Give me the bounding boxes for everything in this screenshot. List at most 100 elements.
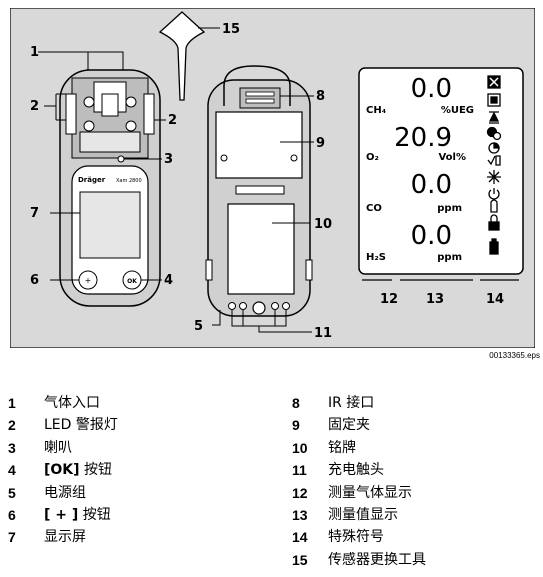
power-icon [488, 188, 500, 200]
o2-unit: Vol% [438, 152, 466, 163]
legend-text: 电源组 [44, 484, 86, 501]
legend-number: 3 [8, 439, 16, 456]
legend-rest: 按钮 [79, 462, 112, 479]
legend-bold-prefix: [OK] [44, 462, 80, 479]
legend-text: IR 接口 [328, 395, 375, 411]
callout-9: 9 [316, 136, 325, 151]
legend-text: 气体入口 [44, 395, 100, 411]
legend-item: 9 固定夹 [292, 414, 426, 436]
h2s-value: 0.0 [411, 221, 452, 251]
ok-button-label: OK [127, 278, 137, 285]
legend-number: 10 [292, 439, 308, 456]
legend-item: 3 喇叭 [8, 437, 118, 459]
legend-item: 15 传感器更换工具 [292, 549, 426, 571]
peak-icon [488, 111, 500, 124]
legend-number: 9 [292, 417, 300, 434]
check-icon [487, 155, 501, 166]
legend-text: LED 警报灯 [44, 417, 118, 434]
back-callout-lines [212, 95, 314, 333]
bump-test-icon [486, 126, 502, 141]
legend-item: 8 IR 接口 [292, 392, 426, 414]
callout-14: 14 [486, 292, 504, 307]
lock-icon [488, 214, 500, 231]
legend-text: 喇叭 [44, 439, 72, 456]
ch4-gas-label: CH₄ [366, 105, 386, 116]
led-alarm-right [143, 93, 155, 135]
o2-gas-label: O₂ [366, 152, 379, 163]
legend-number: 12 [292, 484, 308, 501]
special-mode-icon [487, 93, 501, 107]
legend-number: 4 [8, 462, 16, 479]
device-front-view: Dräger Xam 2800 + OK [59, 69, 161, 307]
legend-text: 测量值显示 [328, 507, 398, 524]
legend-item: 5 电源组 [8, 482, 118, 504]
legend-text: [OK] 按钮 [44, 459, 112, 481]
charging-contact [271, 302, 279, 310]
legend-bold-prefix: [ + ] [44, 507, 79, 524]
legend-number: 1 [8, 395, 16, 411]
legend-text: 传感器更换工具 [328, 551, 426, 568]
legend-number: 14 [292, 529, 308, 546]
legend-text: 特殊符号 [328, 529, 384, 546]
callout-15: 15 [222, 22, 240, 37]
co-value: 0.0 [411, 170, 452, 200]
legend-item: 2 LED 警报灯 [8, 414, 118, 436]
legend-number: 6 [8, 507, 16, 524]
legend-text: 固定夹 [328, 417, 370, 434]
figure-id: 00133365.eps [489, 351, 540, 360]
callout-4: 4 [164, 273, 173, 288]
legend-item: 7 显示屏 [8, 526, 118, 548]
legend-item: 14 特殊符号 [292, 526, 426, 548]
calibration-icon [488, 142, 500, 154]
legend-text: [ + ] 按钮 [44, 504, 111, 526]
legend-left: 1 气体入口 2 LED 警报灯 3 喇叭 4 [OK] 按钮 5 电源组 6 [ + ] … [8, 392, 118, 549]
callout-3: 3 [164, 152, 173, 167]
legend-item: 6 [ + ] 按钮 [8, 504, 118, 526]
ch4-value: 0.0 [411, 74, 452, 104]
device-brand-label: Dräger [78, 176, 106, 184]
front-callout-lines [38, 51, 166, 281]
display-screen [79, 191, 141, 259]
legend-item: 13 测量值显示 [292, 504, 426, 526]
legend-number: 8 [292, 395, 300, 411]
plus-button-label: + [85, 276, 92, 285]
led-alarm-left [65, 93, 77, 135]
pump-icon [490, 199, 498, 213]
legend-number: 15 [292, 551, 308, 568]
legend-number: 11 [292, 462, 307, 479]
callout-12: 12 [380, 292, 398, 307]
legend-item: 10 铭牌 [292, 437, 426, 459]
callout-7: 7 [30, 206, 39, 221]
legend-number: 5 [8, 484, 16, 501]
device-back-view [205, 65, 313, 317]
callout-2-right: 2 [168, 113, 177, 128]
legend-number: 7 [8, 529, 16, 546]
co-unit: ppm [437, 203, 462, 214]
sun-icon [487, 170, 501, 184]
ir-interface [239, 87, 281, 109]
callout-6: 6 [30, 273, 39, 288]
legend-item: 12 测量气体显示 [292, 482, 426, 504]
sensor-exchange-tool [158, 11, 206, 101]
legend-text: 铭牌 [328, 439, 356, 456]
callout-1: 1 [30, 45, 39, 60]
legend-number: 2 [8, 417, 16, 434]
callout-13: 13 [426, 292, 444, 307]
nameplate [227, 203, 295, 295]
battery-icon [489, 238, 499, 255]
h2s-unit: ppm [437, 252, 462, 263]
callout-2-left: 2 [30, 99, 39, 114]
callout-5: 5 [194, 319, 203, 334]
legend-rest: 按钮 [78, 507, 111, 524]
ch4-unit: %UEG [441, 105, 474, 116]
legend-text: 显示屏 [44, 529, 86, 546]
legend-text: 测量气体显示 [328, 484, 412, 501]
callout-10: 10 [314, 217, 332, 232]
callout-8: 8 [316, 89, 325, 104]
display-readout: 0.0 CH₄ %UEG 20.9 O₂ Vol% 0.0 CO ppm 0.0… [358, 67, 524, 281]
alarm-x-icon [487, 75, 501, 89]
device-diagram: Dräger Xam 2800 + OK 1 2 2 3 4 7 6 15 [9, 7, 536, 349]
legend-number: 13 [292, 507, 308, 524]
